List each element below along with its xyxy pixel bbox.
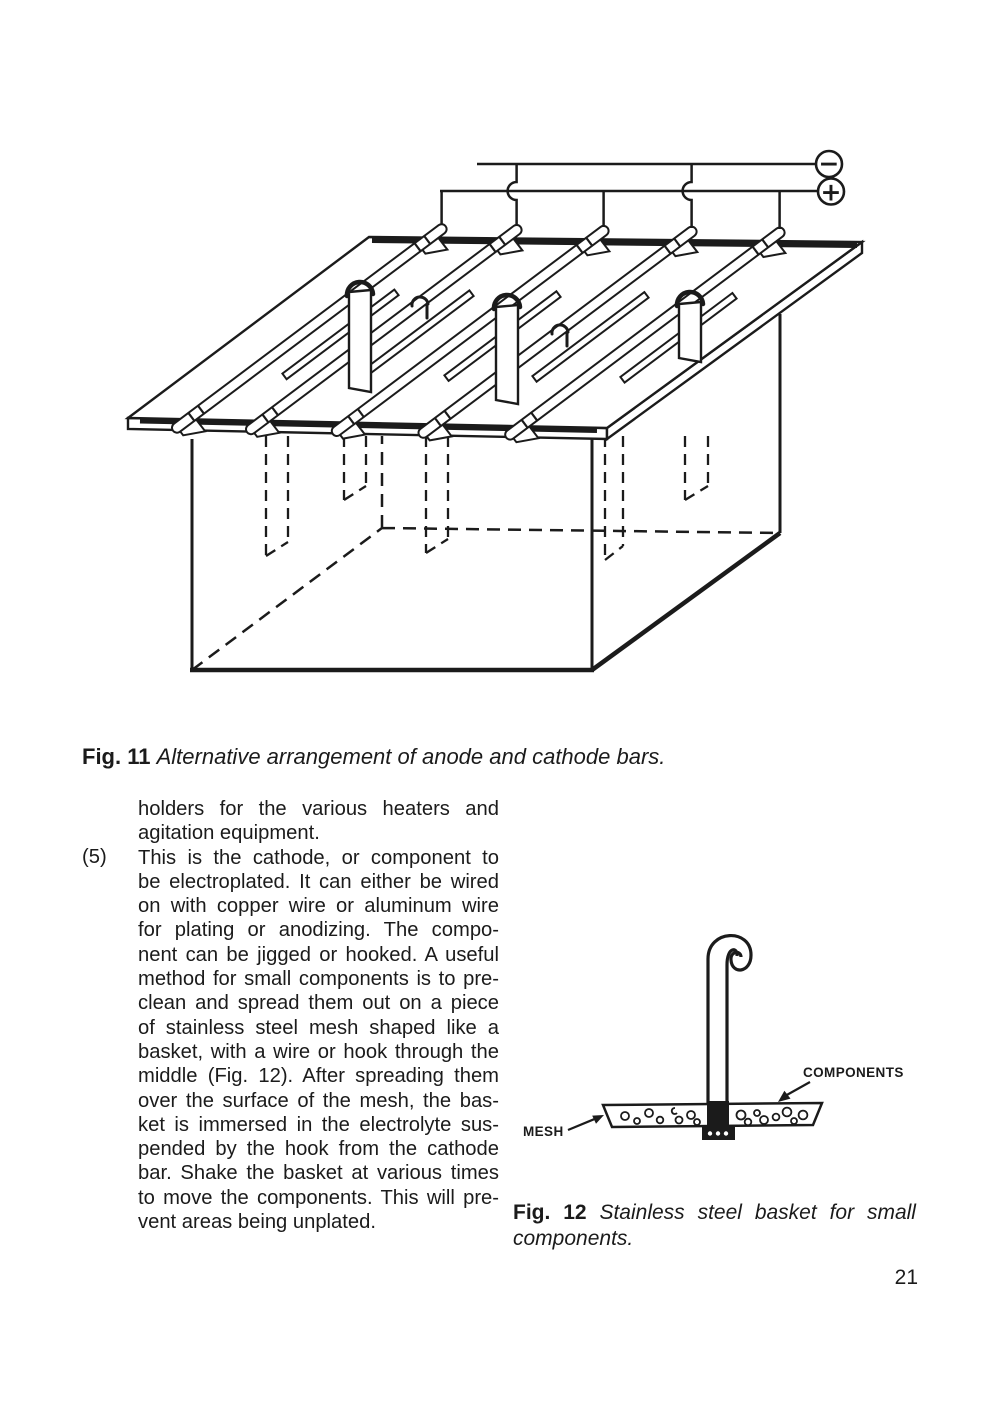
text-line: This is the cathode, or component to xyxy=(138,846,499,869)
component-dots xyxy=(620,1106,809,1127)
text-line: method for small components is to pre- xyxy=(138,968,499,991)
hanger-strips xyxy=(344,279,706,406)
components-arrowhead-icon xyxy=(778,1090,791,1102)
anode-cathode-bars xyxy=(171,223,786,441)
positive-terminal-glyph: + xyxy=(821,178,842,207)
positive-terminal-icon: + xyxy=(816,177,846,207)
clamp-block xyxy=(702,1101,735,1140)
text-line: pended by the hook from the cathode xyxy=(138,1138,499,1161)
page-number: 21 xyxy=(894,1266,918,1289)
text-line: vent areas being unplated. xyxy=(138,1211,376,1234)
negative-terminal-icon: − xyxy=(814,149,844,179)
supply-wiring xyxy=(440,162,818,229)
text-line: agitation equipment. xyxy=(138,822,320,845)
figure-12-caption-label: Fig. 12 xyxy=(513,1201,587,1224)
figure-12-caption: Fig. 12 Stainless steel basket for small… xyxy=(513,1200,916,1251)
text-line: basket, with a wire or hook through the xyxy=(138,1040,499,1063)
text-line: ket is immersed in the electrolyte sus- xyxy=(138,1113,499,1136)
list-item-number: (5) xyxy=(82,846,107,868)
tank-hidden-edges xyxy=(191,436,781,672)
mesh-label: MESH xyxy=(523,1124,564,1139)
text-line: bar. Shake the basket at various times xyxy=(138,1162,499,1185)
components-arrow-line xyxy=(784,1081,811,1097)
text-line: be electroplated. It can either be wired xyxy=(138,870,499,893)
text-line: middle (Fig. 12). After spreading them xyxy=(138,1065,499,1088)
text-line: nent can be jigged or hooked. A useful xyxy=(138,943,499,966)
figure-12-caption-text: Stainless steel basket for small xyxy=(599,1201,916,1224)
figure-12-caption-text-2: components. xyxy=(513,1226,634,1250)
small-hooks xyxy=(410,295,570,348)
text-line: clean and spread them out on a piece xyxy=(138,992,499,1015)
mesh-arrowhead-icon xyxy=(592,1115,604,1124)
components-callout: COMPONENTS xyxy=(778,1065,904,1102)
figure-11-caption-text: Alternative arrangement of anode and cat… xyxy=(156,744,666,769)
figure-11-caption-label: Fig. 11 xyxy=(82,744,151,769)
hanging-electrode-plates xyxy=(264,436,710,561)
mesh-callout: MESH xyxy=(523,1115,604,1139)
figure-11-diagram: − + xyxy=(124,149,866,673)
text-line: holders for the various heaters and xyxy=(138,798,499,820)
text-line: over the surface of the mesh, the bas- xyxy=(138,1089,499,1112)
hook-rod xyxy=(706,934,753,1103)
figure-11-caption: Fig. 11 Alternative arrangement of anode… xyxy=(82,744,822,770)
text-line: for plating or anodizing. The compo- xyxy=(138,919,499,942)
text-line: of stainless steel mesh shaped like a xyxy=(138,1016,499,1039)
text-line: to move the components. This will pre- xyxy=(138,1186,499,1209)
negative-terminal-glyph: − xyxy=(819,149,840,178)
tank xyxy=(190,314,782,673)
components-label: COMPONENTS xyxy=(803,1065,904,1080)
mesh-arrow-line xyxy=(567,1117,596,1132)
figure-12-diagram: MESH COMPONENTS xyxy=(523,934,904,1140)
text-line: on with copper wire or aluminum wire xyxy=(138,895,499,918)
